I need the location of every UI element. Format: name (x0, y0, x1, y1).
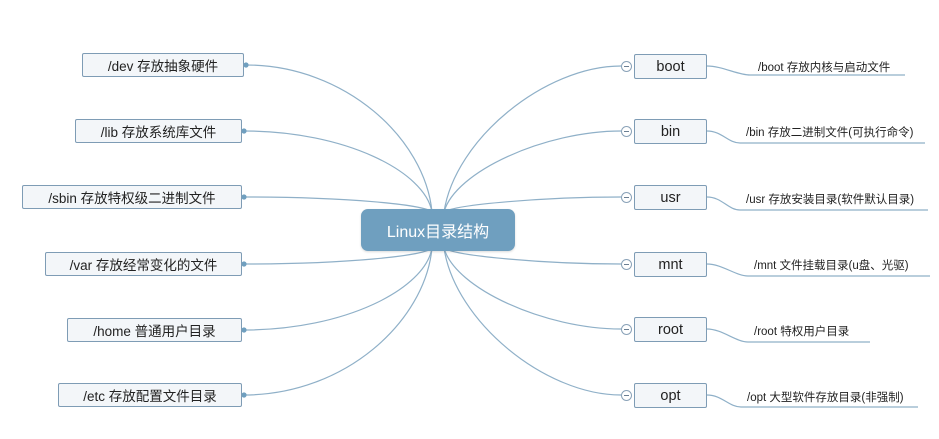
collapse-opt-toggle[interactable] (621, 390, 632, 401)
collapse-boot-toggle[interactable] (621, 61, 632, 72)
note-mnt: /mnt 文件挂载目录(u盘、光驱) (754, 260, 909, 272)
connector-lib (243, 130, 433, 213)
topic-dev-label: /dev 存放抽象硬件 (107, 59, 219, 74)
connector-home (243, 247, 433, 331)
topic-mnt-label: mnt (658, 256, 683, 273)
topic-home[interactable]: /home 普通用户目录 (67, 318, 242, 342)
anchor-dot-sbin (241, 194, 247, 200)
note-usr: /usr 存放安装目录(软件默认目录) (746, 194, 915, 206)
collapse-usr-toggle[interactable] (621, 192, 632, 203)
connector-dev (245, 64, 433, 213)
connector-boot (443, 65, 622, 213)
note-connector-mnt (706, 263, 930, 277)
note-connector-boot (706, 65, 905, 76)
topic-lib[interactable]: /lib 存放系统库文件 (75, 119, 242, 143)
topic-var[interactable]: /var 存放经常变化的文件 (45, 252, 242, 276)
connector-opt (443, 247, 622, 396)
topic-etc-label: /etc 存放配置文件目录 (83, 389, 217, 404)
topic-opt-label: opt (660, 387, 681, 404)
connector-root (443, 247, 622, 330)
topic-usr-label: usr (660, 189, 681, 206)
note-connector-opt (706, 394, 918, 408)
note-connector-usr (706, 196, 928, 211)
anchor-dot-lib (241, 128, 247, 134)
anchor-dot-etc (241, 392, 247, 398)
topic-boot[interactable]: boot (634, 54, 707, 79)
anchor-dot-var (241, 261, 247, 267)
note-bin: /bin 存放二进制文件(可执行命令) (746, 127, 914, 139)
note-root: /root 特权用户目录 (754, 326, 850, 338)
topic-mnt[interactable]: mnt (634, 252, 707, 277)
topic-home-label: /home 普通用户目录 (93, 324, 216, 339)
topic-etc[interactable]: /etc 存放配置文件目录 (58, 383, 242, 407)
note-opt: /opt 大型软件存放目录(非强制) (747, 392, 904, 404)
note-boot: /boot 存放内核与启动文件 (758, 62, 891, 74)
note-connector-root (706, 328, 870, 343)
collapse-mnt-toggle[interactable] (621, 259, 632, 270)
central-topic-label: Linux目录结构 (386, 224, 490, 241)
note-connector-bin (706, 130, 925, 144)
topic-opt[interactable]: opt (634, 383, 707, 408)
topic-var-label: /var 存放经常变化的文件 (69, 258, 218, 273)
collapse-bin-toggle[interactable] (621, 126, 632, 137)
anchor-dot-dev (243, 62, 249, 68)
topic-bin[interactable]: bin (634, 119, 707, 144)
central-topic[interactable]: Linux目录结构 (361, 209, 515, 251)
anchor-dot-home (241, 327, 247, 333)
topic-sbin-label: /sbin 存放特权级二进制文件 (48, 191, 216, 206)
collapse-root-toggle[interactable] (621, 324, 632, 335)
connector-etc (243, 247, 433, 396)
topic-sbin[interactable]: /sbin 存放特权级二进制文件 (22, 185, 242, 209)
topic-root[interactable]: root (634, 317, 707, 342)
topic-boot-label: boot (656, 58, 685, 75)
connector-bin (443, 130, 622, 213)
topic-root-label: root (658, 321, 683, 338)
topic-usr[interactable]: usr (634, 185, 707, 210)
topic-lib-label: /lib 存放系统库文件 (100, 125, 217, 140)
topic-bin-label: bin (660, 123, 681, 140)
topic-dev[interactable]: /dev 存放抽象硬件 (82, 53, 244, 77)
